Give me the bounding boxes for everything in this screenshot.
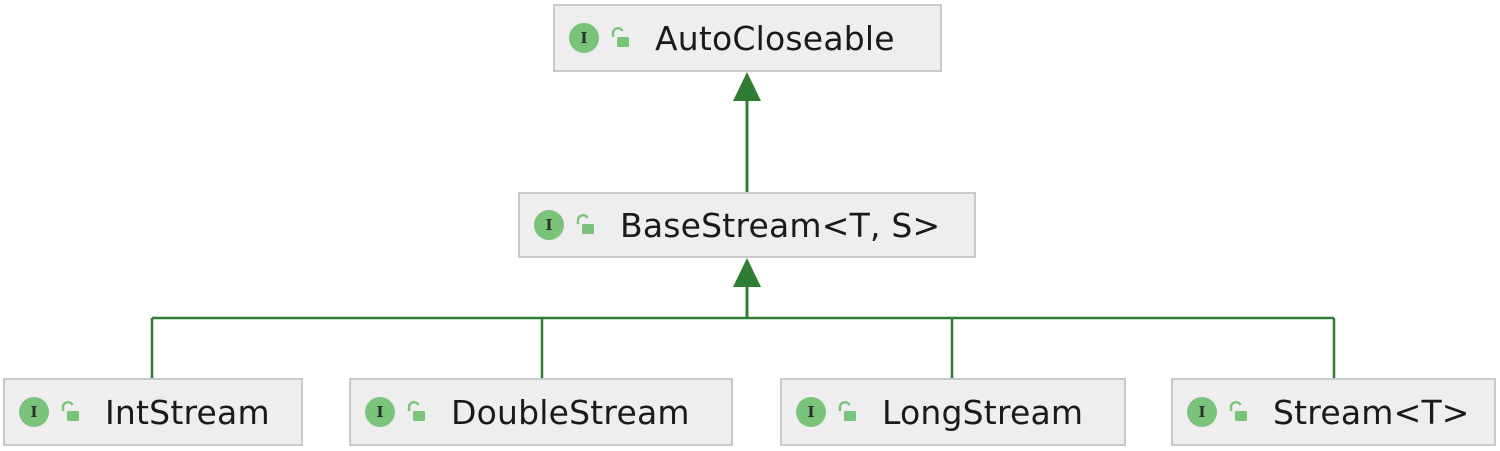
lock-open-icon [576,214,594,234]
interface-icon: I [796,397,826,427]
lock-open-icon [407,401,425,421]
lock-open-icon [611,27,629,47]
interface-badge-letter: I [580,28,588,47]
node-longstream[interactable]: I LongStream [780,378,1126,446]
interface-icon: I [569,23,599,53]
node-label: IntStream [105,392,270,432]
interface-badge-letter: I [545,215,553,234]
interface-badge-letter: I [1198,402,1206,421]
interface-badge-letter: I [30,402,38,421]
node-stream[interactable]: I Stream<T> [1171,378,1496,446]
arrowhead-autocloseable [733,72,761,101]
node-label: BaseStream<T, S> [620,205,941,245]
node-label: Stream<T> [1273,392,1470,432]
interface-icon: I [534,210,564,240]
lock-open-icon [61,401,79,421]
node-intstream[interactable]: I IntStream [3,378,303,446]
interface-icon: I [19,397,49,427]
node-autocloseable[interactable]: I AutoCloseable [553,4,942,72]
node-doublestream[interactable]: I DoubleStream [349,378,733,446]
node-label: LongStream [882,392,1084,432]
interface-badge-letter: I [807,402,815,421]
node-label: DoubleStream [451,392,690,432]
node-basestream[interactable]: I BaseStream<T, S> [518,192,976,258]
arrowhead-basestream [733,258,761,287]
interface-icon: I [365,397,395,427]
interface-icon: I [1187,397,1217,427]
lock-open-icon [1229,401,1247,421]
interface-badge-letter: I [376,402,384,421]
lock-open-icon [838,401,856,421]
node-label: AutoCloseable [655,18,895,58]
